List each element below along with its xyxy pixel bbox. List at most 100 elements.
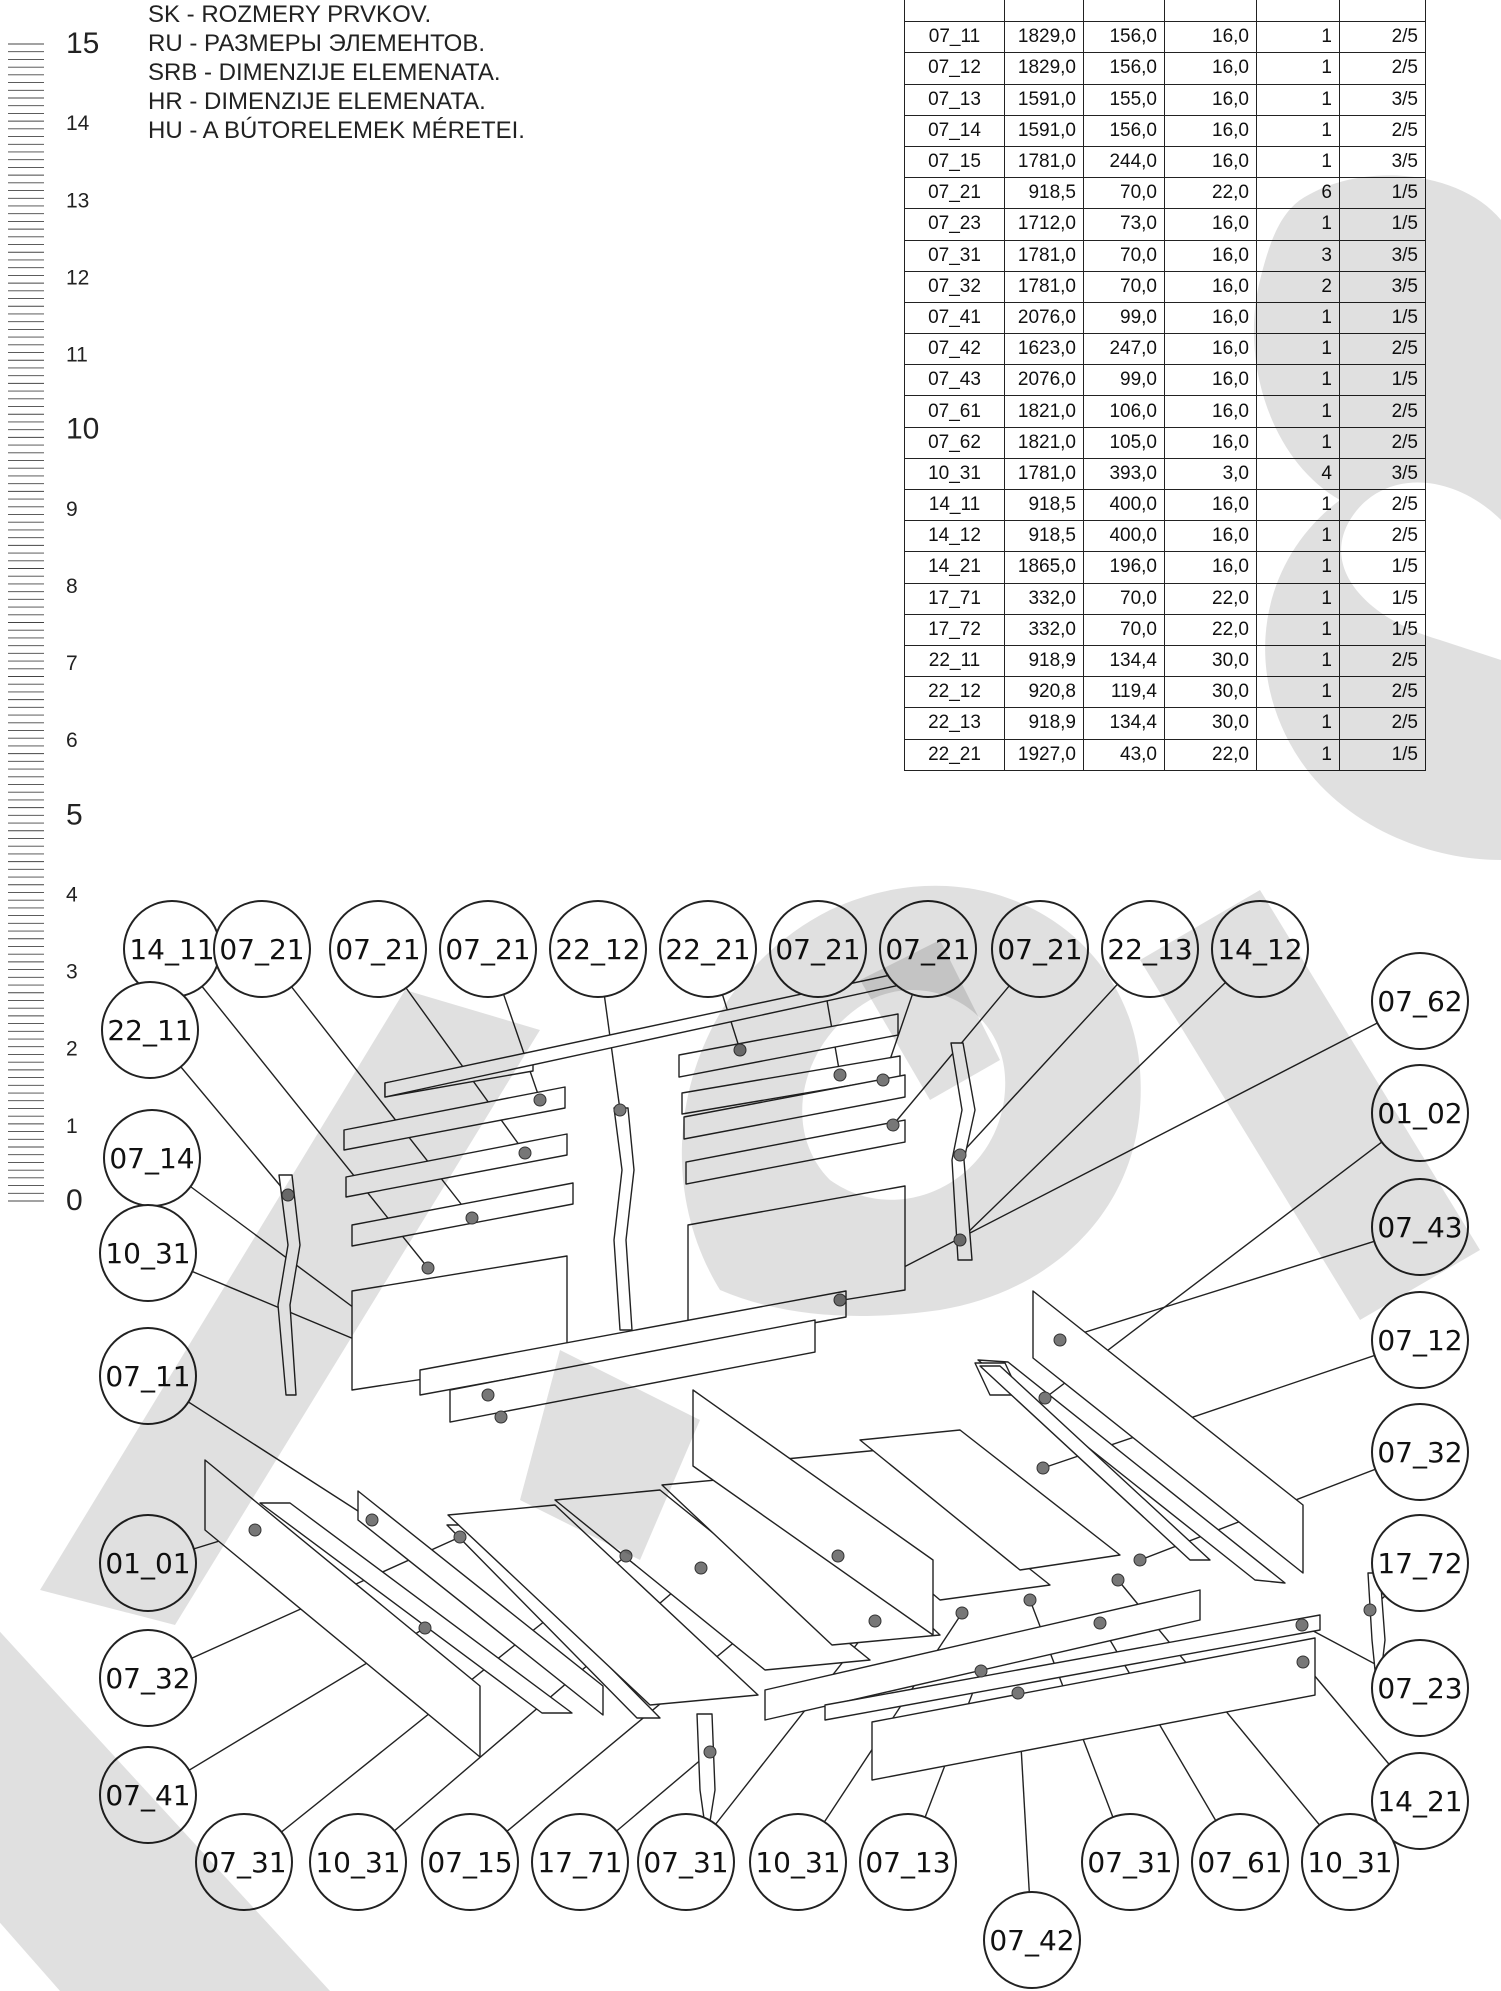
- leader-dot: [1363, 1603, 1377, 1617]
- part-callout: 07_41: [99, 1746, 197, 1844]
- leader-dot: [533, 1093, 547, 1107]
- part-callout: 22_21: [659, 900, 757, 998]
- side-part: [204, 1459, 481, 1758]
- leader-line: [171, 948, 429, 1269]
- slat-part: [678, 1013, 899, 1078]
- part-callout: 07_32: [1371, 1403, 1469, 1501]
- language-line-hu: HU - A BÚTORELEMEK MÉRETEI.: [148, 117, 525, 144]
- table-cell: 1: [1256, 676, 1340, 709]
- slat-part: [343, 1086, 566, 1151]
- part-callout: 07_32: [99, 1629, 197, 1727]
- slat-part: [683, 1074, 906, 1140]
- ruler-label: 9: [66, 498, 78, 521]
- part-callout: 10_31: [99, 1204, 197, 1302]
- table-cell: 1/5: [1339, 301, 1426, 335]
- table-cell: 1: [1256, 208, 1340, 241]
- leader-dot: [421, 1261, 435, 1275]
- table-cell: 07_32: [904, 270, 1005, 303]
- table-cell: 2/5: [1339, 426, 1426, 459]
- table-cell: 07_62: [904, 426, 1005, 459]
- table-cell: 3: [1256, 239, 1340, 272]
- slat-part: [685, 1119, 906, 1185]
- table-cell: 22_13: [904, 707, 1005, 740]
- part-callout: 07_31: [1081, 1813, 1179, 1911]
- base-part: [554, 1489, 871, 1671]
- table-cell: 393,0: [1083, 457, 1165, 491]
- table-cell: 14_21: [904, 551, 1005, 584]
- part-callout: 07_21: [329, 900, 427, 998]
- leader-dot: [1053, 1333, 1067, 1347]
- leg-part: [696, 1713, 716, 1841]
- table-cell: 918,9: [1004, 707, 1084, 740]
- language-line-srb: SRB - DIMENZIJE ELEMENATA.: [148, 59, 501, 86]
- ruler-label: 8: [66, 575, 78, 598]
- table-cell: 30,0: [1164, 707, 1257, 740]
- table-cell: 16,0: [1164, 395, 1257, 428]
- table-cell: 16,0: [1164, 83, 1257, 116]
- leader-dot: [831, 1549, 845, 1563]
- part-callout: 17_71: [531, 1813, 629, 1911]
- table-cell: 30,0: [1164, 644, 1257, 678]
- leader-dot: [1038, 1391, 1052, 1405]
- table-cell: 1927,0: [1004, 738, 1084, 771]
- table-cell: 2/5: [1339, 520, 1426, 553]
- table-cell: 3/5: [1339, 457, 1426, 491]
- language-line-hr: HR - DIMENZIJE ELEMENATA.: [148, 88, 486, 115]
- table-cell: 1781,0: [1004, 457, 1084, 491]
- part-callout: 07_42: [983, 1891, 1081, 1989]
- table-cell: 1: [1256, 707, 1340, 740]
- table-cell: 1: [1256, 520, 1340, 553]
- ruler-label: 6: [66, 729, 78, 752]
- side-part: [1032, 1290, 1304, 1574]
- leader-dot: [694, 1561, 708, 1575]
- part-callout: 14_12: [1211, 900, 1309, 998]
- leader-dot: [833, 1068, 847, 1082]
- table-cell: 1/5: [1339, 364, 1426, 397]
- table-cell: 918,5: [1004, 488, 1084, 522]
- part-callout: 10_31: [309, 1813, 407, 1911]
- ruler-label: 3: [66, 961, 78, 984]
- table-cell: 1: [1256, 52, 1340, 85]
- table-cell: 22_11: [904, 644, 1005, 678]
- side-part: [979, 1365, 1211, 1561]
- table-cell: 244,0: [1083, 145, 1165, 179]
- table-cell: 07_31: [904, 239, 1005, 272]
- table-cell: 99,0: [1083, 301, 1165, 335]
- leader-dot: [613, 1103, 627, 1117]
- table-cell: 17_71: [904, 582, 1005, 615]
- ruler-label: 14: [66, 112, 90, 135]
- leader-dot: [953, 1233, 967, 1247]
- leader-line: [959, 948, 1261, 1241]
- table-cell: 07_15: [904, 145, 1005, 179]
- table-cell: 07_14: [904, 114, 1005, 147]
- leader-dot: [494, 1410, 508, 1424]
- table-cell: 07_11: [904, 21, 1005, 54]
- table-cell: 1: [1256, 301, 1340, 335]
- leader-dot: [703, 1745, 717, 1759]
- table-cell: 14_12: [904, 520, 1005, 553]
- language-line-ru: RU - РАЗМЕРЫ ЭЛЕМЕНТОВ.: [148, 30, 486, 57]
- table-cell: 22,0: [1164, 738, 1257, 771]
- base-part: [447, 1504, 759, 1706]
- ruler-label: 7: [66, 652, 78, 675]
- footboard-part: [871, 1637, 1316, 1781]
- table-cell: 332,0: [1004, 582, 1084, 615]
- leader-dot: [281, 1188, 295, 1202]
- table-cell: 07_23: [904, 208, 1005, 241]
- leader-line: [839, 1000, 1421, 1301]
- table-cell: 2/5: [1339, 488, 1426, 522]
- table-cell: 1781,0: [1004, 270, 1084, 303]
- table-cell: 1: [1256, 582, 1340, 615]
